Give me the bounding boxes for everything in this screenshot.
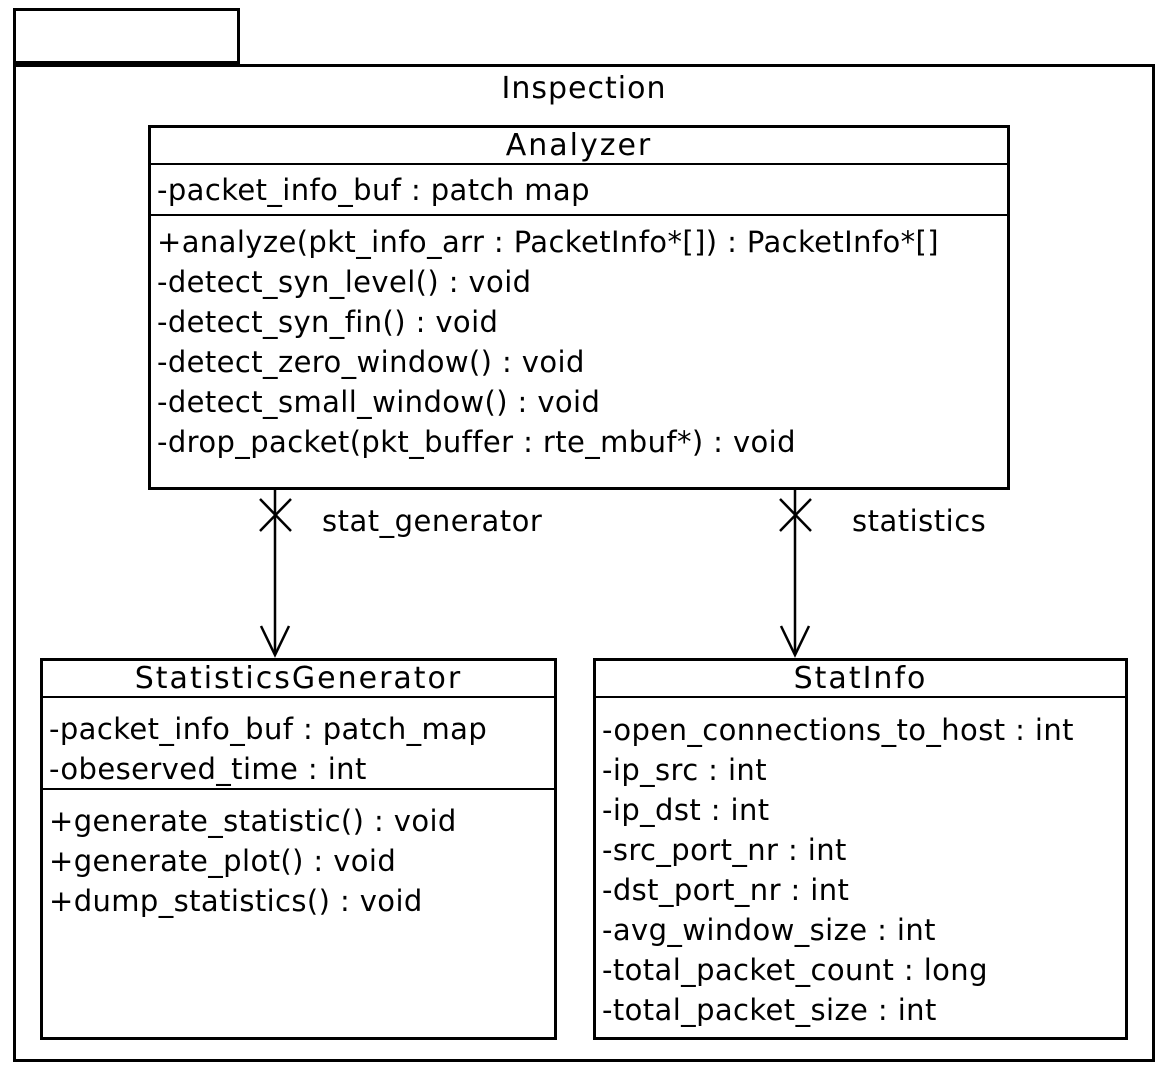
class-statistics-generator-attributes: -packet_info_buf : patch_map -obeserved_…: [43, 698, 554, 790]
class-analyzer-methods: +analyze(pkt_info_arr : PacketInfo*[]) :…: [151, 216, 1007, 462]
class-statinfo-attributes: -open_connections_to_host : int -ip_src …: [596, 698, 1125, 1030]
attribute-row: -dst_port_nr : int: [602, 873, 850, 907]
attribute-row: -packet_info_buf : patch_map: [49, 712, 488, 746]
attribute-row: -src_port_nr : int: [602, 833, 847, 867]
class-analyzer-name: Analyzer: [151, 128, 1007, 165]
method-row: -drop_packet(pkt_buffer : rte_mbuf*) : v…: [157, 425, 796, 459]
method-row: +analyze(pkt_info_arr : PacketInfo*[]) :…: [157, 225, 939, 259]
attribute-row: -packet_info_buf : patch map: [157, 173, 590, 207]
class-statistics-generator-name: StatisticsGenerator: [43, 661, 554, 698]
method-row: +generate_statistic() : void: [49, 804, 457, 838]
class-analyzer-attributes: -packet_info_buf : patch map: [151, 165, 1007, 216]
package-title: Inspection: [501, 71, 667, 106]
class-statinfo-name: StatInfo: [596, 661, 1125, 698]
class-analyzer: Analyzer -packet_info_buf : patch map +a…: [148, 125, 1010, 490]
association-label-statistics: statistics: [852, 504, 987, 538]
method-row: -detect_syn_fin() : void: [157, 305, 499, 339]
association-label-stat-generator: stat_generator: [322, 504, 543, 538]
class-statinfo: StatInfo -open_connections_to_host : int…: [593, 658, 1128, 1040]
package-tab: [13, 8, 240, 64]
class-statistics-generator-methods: +generate_statistic() : void +generate_p…: [43, 790, 554, 921]
class-statistics-generator: StatisticsGenerator -packet_info_buf : p…: [40, 658, 557, 1040]
method-row: +dump_statistics() : void: [49, 884, 423, 918]
attribute-row: -avg_window_size : int: [602, 913, 936, 947]
attribute-row: -ip_src : int: [602, 753, 767, 787]
attribute-row: -ip_dst : int: [602, 793, 770, 827]
attribute-row: -total_packet_size : int: [602, 993, 937, 1027]
attribute-row: -obeserved_time : int: [49, 752, 367, 786]
attribute-row: -total_packet_count : long: [602, 953, 988, 987]
attribute-row: -open_connections_to_host : int: [602, 713, 1074, 747]
method-row: +generate_plot() : void: [49, 844, 397, 878]
method-row: -detect_small_window() : void: [157, 385, 601, 419]
method-row: -detect_zero_window() : void: [157, 345, 585, 379]
method-row: -detect_syn_level() : void: [157, 265, 532, 299]
